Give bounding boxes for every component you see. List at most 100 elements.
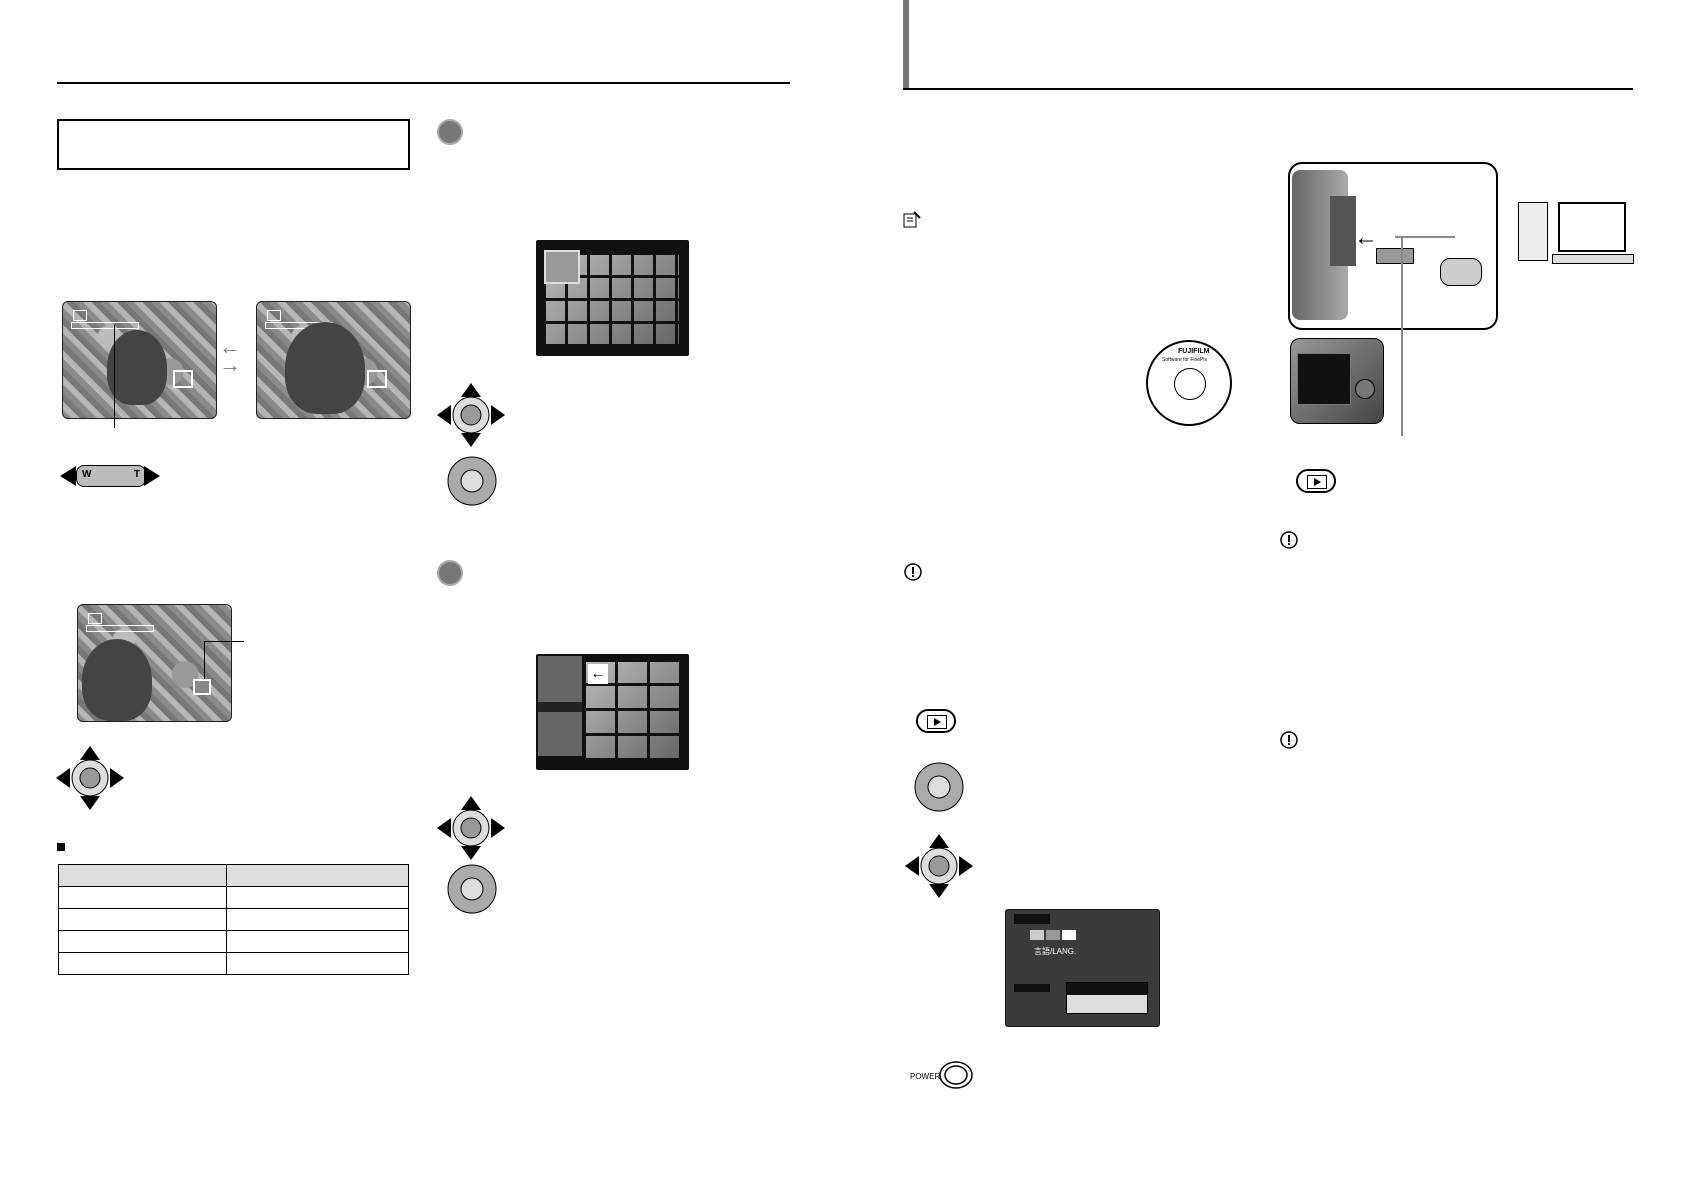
menu-popup-option[interactable] [1067, 983, 1147, 995]
navigation-frame-callout-line [204, 641, 244, 642]
setup-menu-screen: 言語/LANG. [1005, 909, 1160, 1027]
usb-cable-plug [1376, 248, 1414, 264]
zoom-indicator-bar [86, 625, 154, 632]
selected-thumbnail [544, 250, 580, 284]
cd-hub [1174, 368, 1206, 400]
table-cell [226, 908, 409, 931]
menu-ok-button-icon[interactable] [447, 864, 497, 914]
caution-icon [1280, 531, 1298, 549]
zoom-lever[interactable]: W T [60, 464, 160, 488]
table-header-row [58, 864, 409, 887]
table-row [58, 886, 409, 909]
menu-tab-playback[interactable] [1046, 930, 1060, 940]
laptop-screen [1558, 202, 1626, 252]
menu-row-highlight[interactable] [1014, 984, 1050, 992]
play-symbol-icon [927, 715, 947, 729]
multi-frame-sort-screen: ← [536, 654, 689, 770]
face-silhouette [285, 322, 365, 414]
face-silhouette [82, 639, 152, 721]
right-page-spine-bar [903, 0, 909, 90]
section-marker-icon [437, 560, 463, 586]
playback-mode-indicator [73, 310, 87, 321]
play-triangle-icon [934, 718, 941, 726]
usb-cable [1395, 236, 1403, 436]
software-cd: FUJIFILM Software for FinePix [1146, 340, 1232, 426]
table-cell [58, 908, 227, 931]
playback-screen-zoomed-in [256, 301, 411, 419]
zoom-tele-label: T [133, 469, 140, 480]
section-title-box [57, 119, 410, 170]
camera-control-dial [1355, 379, 1375, 399]
info-table [58, 864, 409, 975]
cd-subtitle-label: Software for FinePix [1162, 357, 1208, 363]
caution-icon [904, 563, 922, 581]
camera-body [1290, 338, 1384, 424]
zoom-bar-callout-line [114, 325, 115, 428]
insert-arrow-icon: ← [1354, 224, 1378, 251]
table-cell [226, 952, 409, 975]
table-cell [58, 952, 227, 975]
navigation-frame [193, 679, 211, 695]
zoom-tele-arrow-icon [144, 466, 160, 486]
menu-title-bar [1014, 914, 1050, 924]
dpad-icon[interactable] [437, 383, 505, 447]
table-cell [58, 886, 227, 909]
dpad-icon[interactable] [905, 834, 973, 898]
arrow-left-icon: ← [219, 334, 241, 359]
table-header-cell [226, 864, 409, 887]
usb-cable [1395, 236, 1455, 238]
play-symbol-icon [1307, 475, 1327, 489]
arrow-left-icon: ← [588, 664, 608, 684]
zoom-wide-label: W [82, 469, 92, 480]
computer-tower [1518, 202, 1548, 261]
playback-screen-zoomed-out [62, 301, 217, 419]
right-header-rule [903, 88, 1633, 90]
table-cell [226, 930, 409, 953]
menu-ok-button-icon[interactable] [447, 456, 497, 506]
playback-button-icon[interactable] [916, 709, 956, 733]
play-triangle-icon [1314, 478, 1321, 486]
table-row [58, 952, 409, 975]
laptop-keyboard [1552, 254, 1634, 264]
menu-tab-camera[interactable] [1030, 930, 1044, 940]
laptop-computer [1552, 202, 1634, 264]
section-marker-icon [437, 119, 463, 145]
playback-mode-indicator [88, 613, 102, 624]
caution-icon [1280, 731, 1298, 749]
table-bullet-icon [57, 843, 65, 851]
zoom-indicator-bar [71, 322, 139, 329]
navigation-frame [367, 370, 387, 388]
multi-frame-playback-screen [536, 240, 689, 356]
power-button-icon[interactable] [938, 1060, 974, 1090]
table-cell [226, 886, 409, 909]
zoom-lever-body: W T [76, 465, 146, 487]
terminal-cover [1330, 196, 1356, 266]
table-cell [58, 930, 227, 953]
memo-icon [903, 211, 921, 228]
playback-screen-scroll [77, 604, 232, 722]
playback-mode-indicator [267, 310, 281, 321]
face-silhouette [107, 330, 167, 405]
left-header-rule [57, 82, 790, 84]
table-row [58, 908, 409, 931]
table-header-cell [58, 864, 227, 887]
dpad-icon[interactable] [437, 796, 505, 860]
navigation-frame [173, 370, 193, 388]
menu-ok-button-icon[interactable] [914, 762, 964, 812]
menu-tab-setup[interactable] [1062, 930, 1076, 940]
menu-popup-option[interactable] [1067, 997, 1147, 1009]
navigation-frame-callout-line [204, 641, 205, 679]
power-label: POWER [910, 1072, 941, 1081]
menu-item-language[interactable]: 言語/LANG. [1034, 947, 1077, 956]
connection-detail-frame: ← [1288, 162, 1498, 330]
zoom-wide-arrow-icon [60, 466, 76, 486]
side-panel-highlight [538, 702, 582, 712]
arrow-right-icon: → [219, 352, 241, 377]
ferrite-core [1440, 258, 1482, 286]
menu-popup [1066, 982, 1148, 1014]
playback-button-icon[interactable] [1296, 469, 1336, 493]
table-row [58, 930, 409, 953]
dpad-icon[interactable] [56, 746, 124, 810]
camera-lcd [1297, 353, 1351, 405]
cd-brand-label: FUJIFILM [1178, 348, 1210, 355]
